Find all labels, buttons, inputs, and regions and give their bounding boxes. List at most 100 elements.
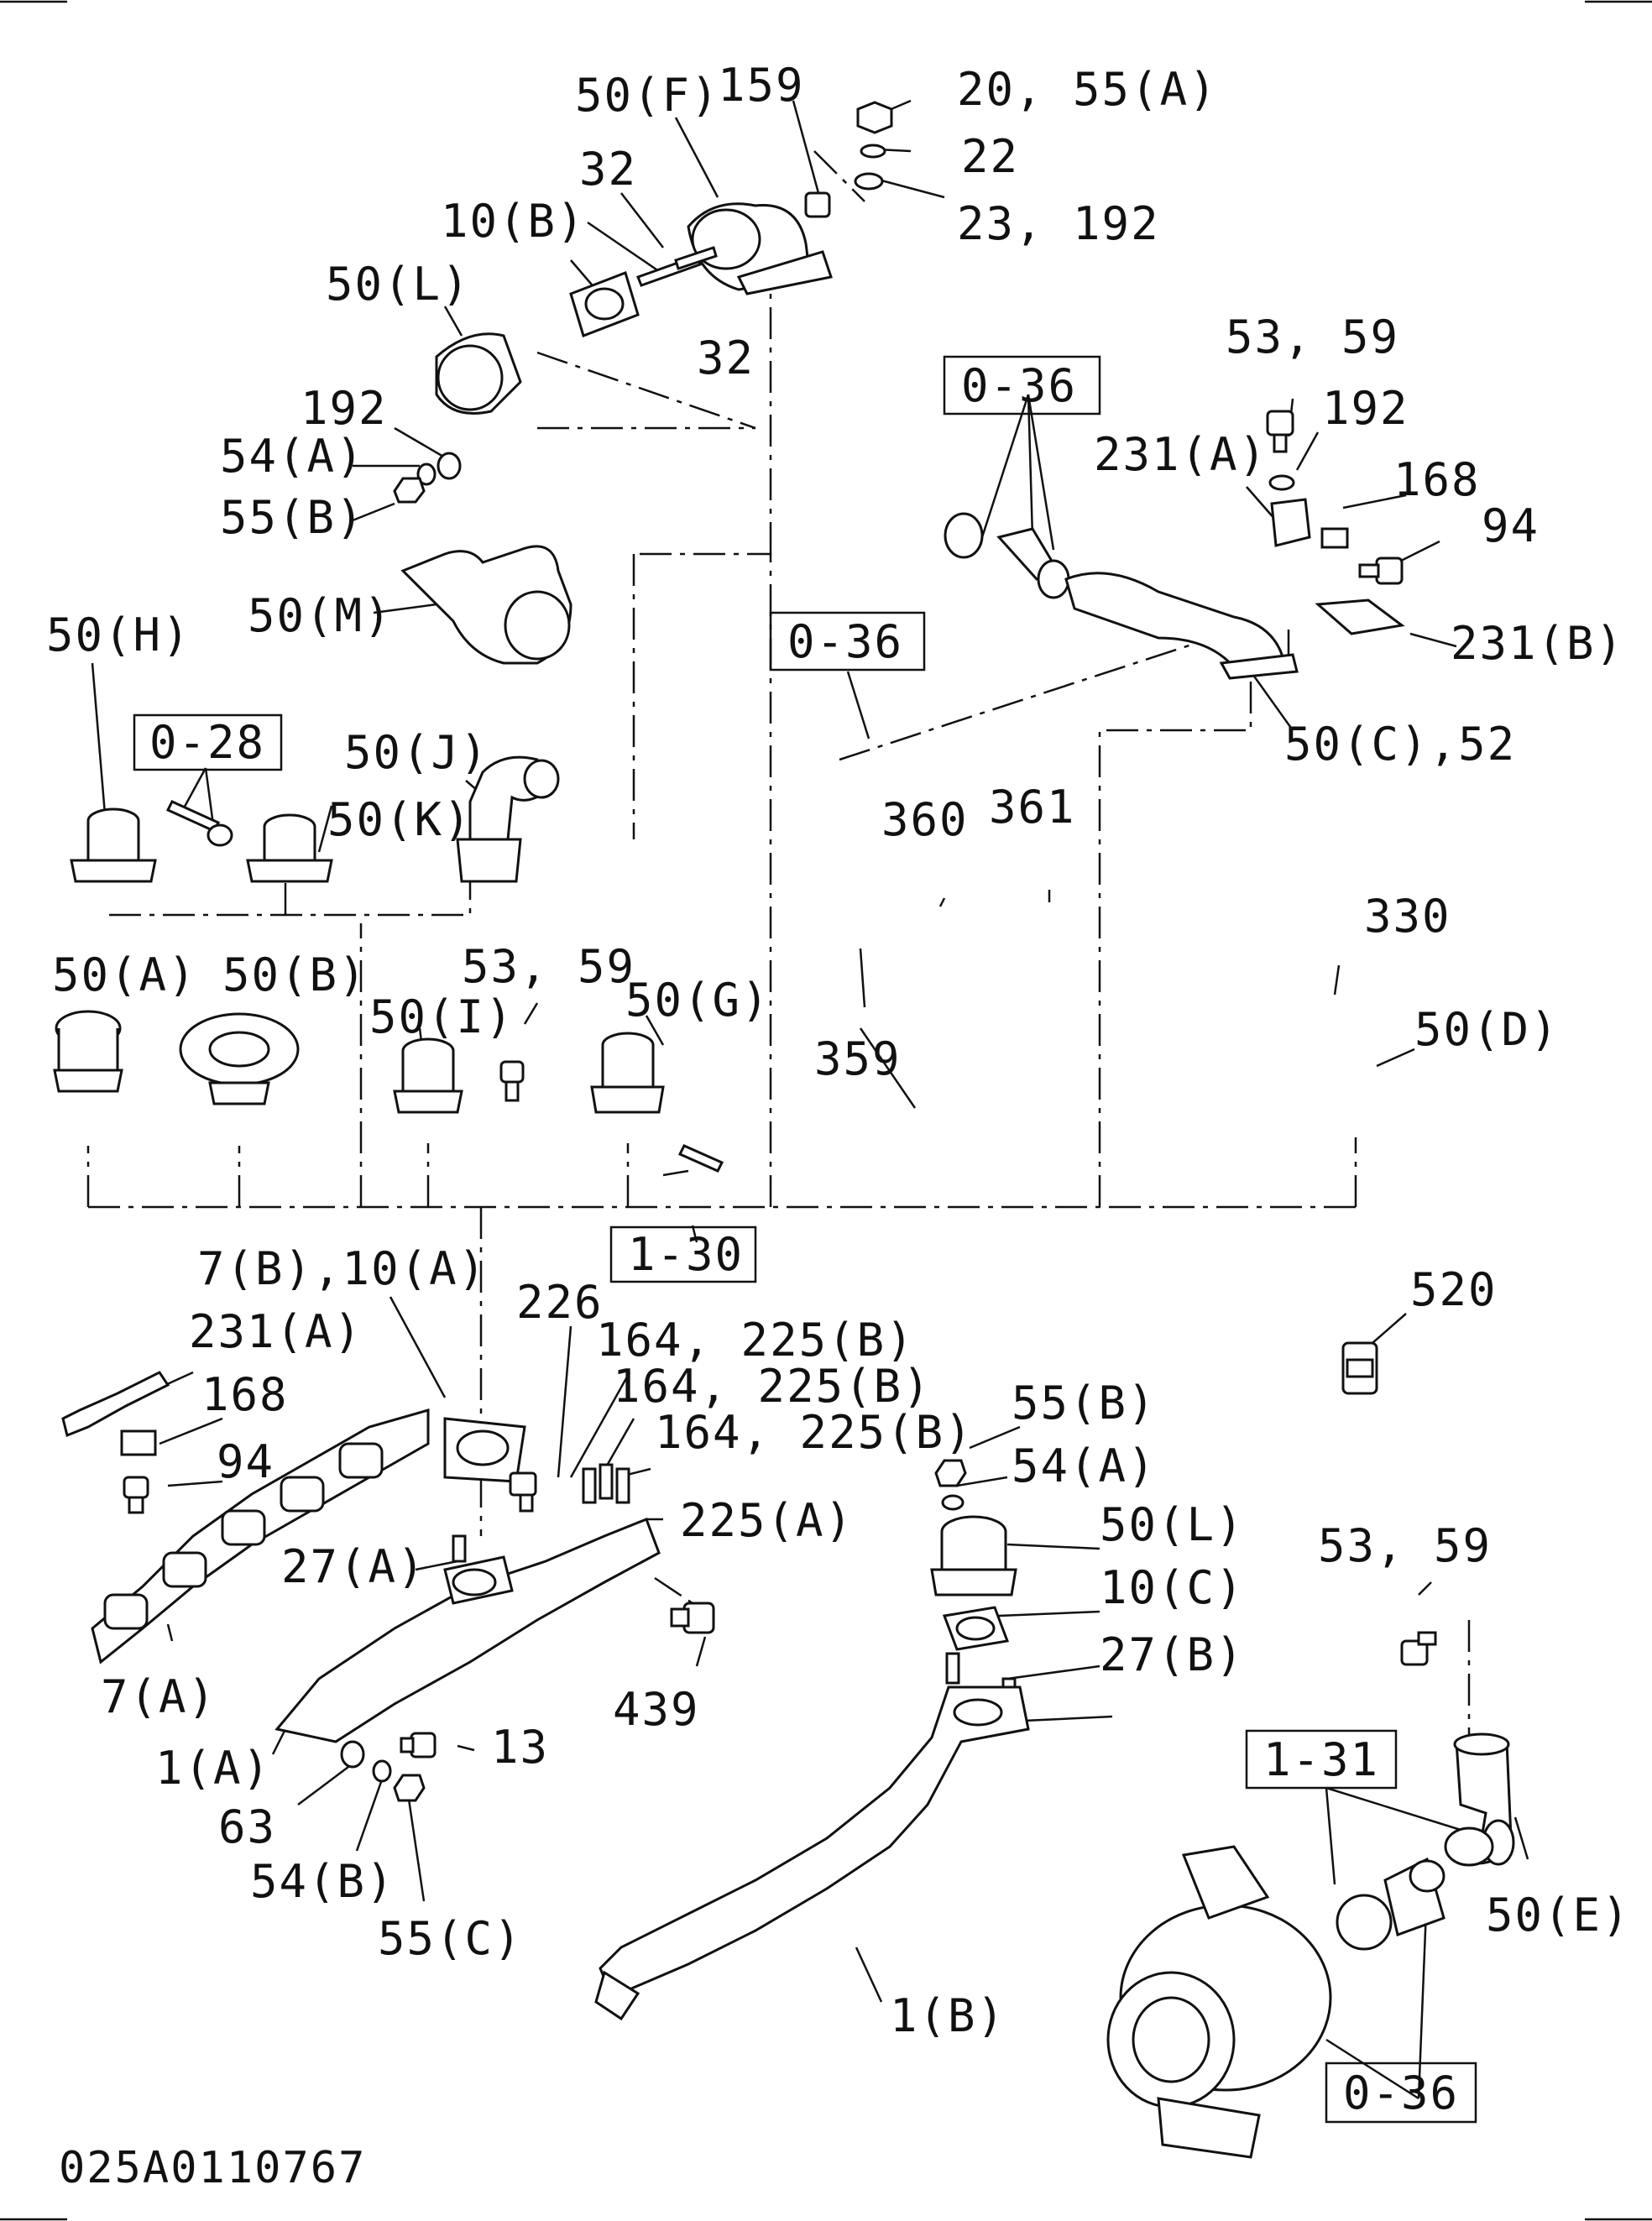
ref-box-0-36-mid[interactable]: 0-36	[769, 611, 926, 672]
ref-box-0-28[interactable]: 0-28	[133, 713, 283, 771]
bolt-53-bot	[1400, 1631, 1437, 1666]
label-50D: 50(D)	[1414, 1003, 1560, 1056]
label-23-192: 23, 192	[957, 197, 1160, 250]
label-50C-52: 50(C),52	[1284, 718, 1516, 771]
elbow-50E	[1453, 1732, 1515, 1866]
bolt-94-top	[1358, 557, 1404, 585]
hose-clamp-set-top	[944, 512, 1070, 599]
connection-lines	[86, 150, 1494, 1790]
label-32-b: 32	[697, 332, 755, 384]
ref-box-1-31[interactable]: 1-31	[1245, 1729, 1398, 1790]
label-360: 360	[881, 793, 969, 846]
label-50I: 50(I)	[369, 990, 515, 1043]
gasket-10B	[569, 271, 640, 337]
fitting-520	[1341, 1341, 1378, 1395]
ref-box-0-36-top[interactable]: 0-36	[943, 355, 1101, 415]
label-55B-top: 55(B)	[220, 491, 365, 544]
washer-192-r	[1268, 474, 1295, 491]
label-164-225B-1: 164, 225(B)	[596, 1314, 915, 1367]
label-22: 22	[961, 130, 1019, 183]
bolt-53-top	[1266, 410, 1294, 453]
label-164-225B-2: 164, 225(B)	[613, 1360, 932, 1413]
label-231B: 231(B)	[1451, 617, 1624, 670]
label-1B: 1(B)	[890, 1989, 1006, 2042]
clip-168-bot	[120, 1429, 157, 1456]
label-54B: 54(B)	[250, 1855, 395, 1908]
label-168-bot: 168	[201, 1368, 289, 1421]
label-50H: 50(H)	[46, 609, 191, 661]
svg-text:0-36: 0-36	[1343, 2067, 1459, 2119]
label-53-59-bot: 53, 59	[1318, 1519, 1492, 1572]
label-7A: 7(A)	[101, 1670, 217, 1723]
sensor-1-30	[677, 1144, 724, 1173]
label-20-55A: 20, 55(A)	[957, 63, 1218, 116]
washer-63	[340, 1740, 365, 1769]
label-231A-top: 231(A)	[1094, 428, 1268, 481]
lockwasher-54B	[372, 1759, 392, 1783]
label-192-r: 192	[1322, 382, 1409, 435]
label-10B: 10(B)	[441, 195, 586, 248]
svg-text:1-30: 1-30	[628, 1228, 744, 1281]
label-226: 226	[516, 1276, 604, 1329]
svg-text:0-28: 0-28	[149, 716, 265, 769]
label-1A: 1(A)	[155, 1742, 271, 1795]
label-159: 159	[718, 59, 805, 112]
tube-0-28	[165, 800, 233, 847]
label-53-59-top: 53, 59	[1226, 311, 1399, 363]
label-13: 13	[491, 1721, 549, 1774]
flange-50I	[393, 1037, 463, 1114]
nut-55B-top	[393, 477, 426, 504]
gasket-10C	[942, 1606, 1010, 1651]
pipe-50C	[1064, 572, 1299, 680]
flange-50A	[53, 1010, 123, 1093]
label-164-225B-3: 164, 225(B)	[655, 1406, 974, 1459]
clip-168-top	[1320, 527, 1349, 549]
plug-226	[509, 1471, 537, 1497]
label-361: 361	[989, 781, 1076, 834]
ref-box-0-36-bot[interactable]: 0-36	[1325, 2062, 1477, 2124]
label-330: 330	[1364, 890, 1451, 943]
flange-50H	[70, 807, 157, 883]
bolt-94-bot	[123, 1476, 149, 1514]
lockwasher-54A-bot	[941, 1494, 965, 1511]
flange-50L-top	[435, 332, 522, 415]
label-50L-top: 50(L)	[326, 258, 471, 311]
outlet-elbow-50F	[687, 202, 833, 295]
label-168-top: 168	[1393, 453, 1481, 506]
label-54A-top: 54(A)	[220, 430, 365, 483]
label-54A-bot: 54(A)	[1012, 1440, 1157, 1492]
label-27A: 27(A)	[281, 1540, 426, 1593]
label-520: 520	[1410, 1263, 1498, 1316]
label-63: 63	[218, 1800, 276, 1853]
flange-50K	[246, 813, 333, 883]
manifold-1B	[594, 1685, 1030, 2021]
svg-text:0-36: 0-36	[961, 359, 1077, 412]
plug-159	[804, 191, 831, 218]
lockwasher-54A-top	[416, 462, 437, 486]
leader-lines	[91, 99, 1529, 2100]
nut-55B-bot	[934, 1459, 967, 1487]
flange-50G	[590, 1032, 665, 1114]
nut-55C	[393, 1774, 426, 1802]
hose-clamp-set-bot	[1336, 1826, 1494, 1951]
label-359: 359	[814, 1032, 902, 1085]
flange-50B	[179, 1012, 300, 1105]
bracket-231A-top	[1270, 498, 1311, 547]
label-55C: 55(C)	[378, 1912, 523, 1965]
diagram-id: 025A0110767	[59, 2143, 366, 2193]
ref-box-1-30[interactable]: 1-30	[609, 1225, 757, 1283]
label-32-a: 32	[579, 143, 637, 196]
svg-text:0-36: 0-36	[787, 615, 903, 668]
label-7B-10A: 7(B),10(A)	[197, 1242, 487, 1295]
parts	[53, 101, 1515, 2159]
label-50A: 50(A)	[52, 948, 197, 1001]
label-94-top: 94	[1482, 499, 1540, 552]
turbocharger	[1106, 1845, 1332, 2159]
bolt-13	[400, 1732, 437, 1759]
label-192-top: 192	[301, 382, 388, 435]
outlet-50M	[400, 545, 572, 665]
washer-22	[860, 144, 886, 159]
manifold-1A	[274, 1518, 661, 1743]
part-labels: 50(F) 159 20, 55(A) 22 23, 192 32 32 10(…	[46, 59, 1629, 2042]
